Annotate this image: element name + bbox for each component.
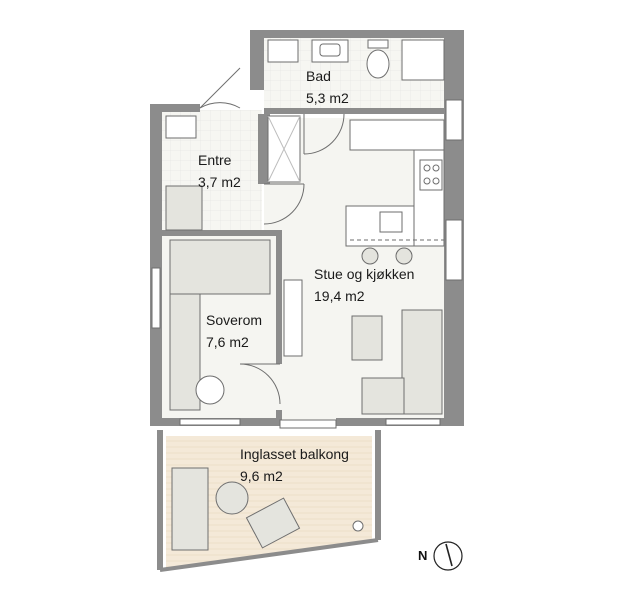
wall-shaft — [264, 114, 270, 184]
balcony-furniture — [171, 467, 364, 551]
doors — [199, 67, 345, 405]
wall-bed-right — [276, 236, 282, 364]
north-label: N — [418, 548, 428, 563]
bad-name: Bad — [306, 68, 331, 84]
entre-name: Entre — [198, 152, 232, 168]
wall-bath-bottom — [264, 108, 448, 114]
north-arrow-icon — [433, 541, 463, 571]
wall-bath-top — [250, 30, 464, 38]
wall-entre-left — [150, 104, 162, 426]
balcony-outline — [157, 430, 381, 572]
kitchen — [345, 119, 445, 265]
entre-area: 3,7 m2 — [198, 174, 241, 190]
wall-bed-right-lower — [276, 410, 282, 424]
balkong-area: 9,6 m2 — [240, 468, 283, 484]
entre-fixtures — [165, 115, 301, 231]
stue-name: Stue og kjøkken — [314, 266, 415, 282]
living-furniture — [283, 279, 443, 415]
wall-entre-top — [150, 104, 200, 112]
stue-area: 19,4 m2 — [314, 288, 365, 304]
bath-fixtures — [267, 39, 445, 81]
wall-entre-right — [258, 114, 264, 184]
windows — [151, 99, 463, 429]
bedroom-furniture — [169, 239, 271, 411]
wall-entre-bed — [162, 230, 282, 236]
soverom-name: Soverom — [206, 312, 263, 328]
wall-bath-left — [250, 30, 264, 90]
bad-area: 5,3 m2 — [306, 90, 349, 106]
balkong-name: Inglasset balkong — [240, 446, 349, 462]
soverom-area: 7,6 m2 — [206, 334, 249, 350]
balcony-floor — [166, 436, 372, 568]
